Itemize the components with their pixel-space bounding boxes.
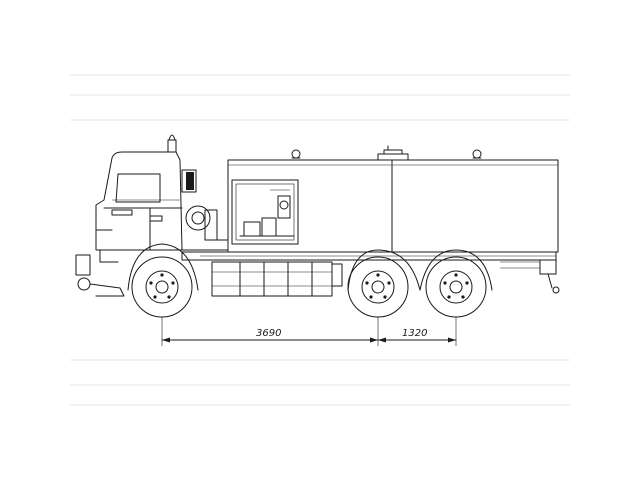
cab-beacon (167, 134, 177, 153)
lifting-eye-right (472, 149, 482, 159)
manhole-hatch (377, 145, 409, 161)
dimension-label-1320: 1320 (402, 328, 427, 339)
dimension-line (161, 337, 457, 343)
equipment-cabinet (231, 179, 299, 245)
truck-cab (95, 151, 183, 263)
front-bumper (75, 254, 125, 297)
chassis-frame (181, 251, 557, 261)
front-wheel (131, 256, 193, 318)
rear-wheel-1 (347, 256, 409, 318)
engine-assembly (181, 169, 229, 251)
rear-bracket (500, 259, 560, 294)
background-scan-lines (70, 74, 570, 406)
rear-wheel-2 (425, 256, 487, 318)
lifting-eye-left (291, 149, 301, 159)
side-equipment (211, 261, 343, 297)
axle-centerlines (161, 317, 457, 346)
dimension-label-3690: 3690 (256, 328, 281, 339)
wheel-arches (127, 243, 493, 291)
